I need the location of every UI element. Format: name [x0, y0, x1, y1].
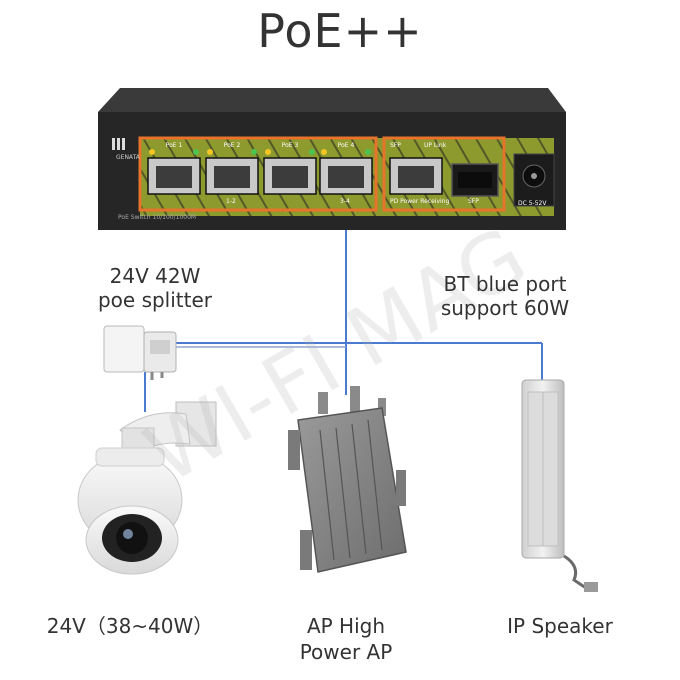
group-label-a: 1-2 — [226, 198, 236, 205]
uplink-label: UP Link — [424, 142, 447, 149]
port-label-1: PoE 1 — [165, 142, 183, 149]
brand-logo — [112, 138, 125, 150]
bt-port-label-line1: BT blue port — [443, 272, 567, 296]
poe-port-3 — [263, 149, 317, 195]
poe-port-2 — [205, 149, 259, 195]
brand-name: GENATA — [116, 154, 140, 161]
port-label-2: PoE 2 — [223, 142, 241, 149]
sfp-port — [451, 163, 499, 197]
sfp-top-label: SFP — [390, 142, 401, 149]
port-label-4: PoE 4 — [337, 142, 355, 149]
dc-label: DC 5-52V — [518, 200, 547, 207]
model-label: PoE Switch 10/100/1000M — [118, 214, 197, 221]
poe-splitter — [103, 325, 177, 380]
ap-label-line1: AP High — [306, 614, 386, 638]
poe-switch — [98, 88, 566, 230]
page-title: PoE++ — [257, 4, 423, 58]
ap-label-line2: Power AP — [299, 640, 393, 664]
poe-port-1 — [147, 149, 201, 195]
poe-port-4 — [319, 149, 373, 195]
dc-power-jack — [513, 153, 555, 207]
speaker-label: IP Speaker — [507, 614, 613, 638]
ip-speaker — [521, 379, 598, 592]
access-point — [288, 386, 407, 573]
cable-lines — [144, 230, 543, 412]
sfp-bottom-label: SFP — [468, 198, 479, 205]
port-label-3: PoE 3 — [281, 142, 299, 149]
uplink-port — [389, 157, 443, 195]
splitter-label-line1: 24V 42W — [109, 264, 201, 288]
group-label-b: 3-4 — [340, 198, 350, 205]
ptz-camera — [77, 401, 217, 575]
camera-label: 24V（38~40W） — [46, 614, 214, 638]
bt-port-label-line2: support 60W — [440, 296, 570, 320]
pd-label: PD Power Receiving — [390, 198, 450, 205]
splitter-label-line2: poe splitter — [97, 288, 213, 312]
